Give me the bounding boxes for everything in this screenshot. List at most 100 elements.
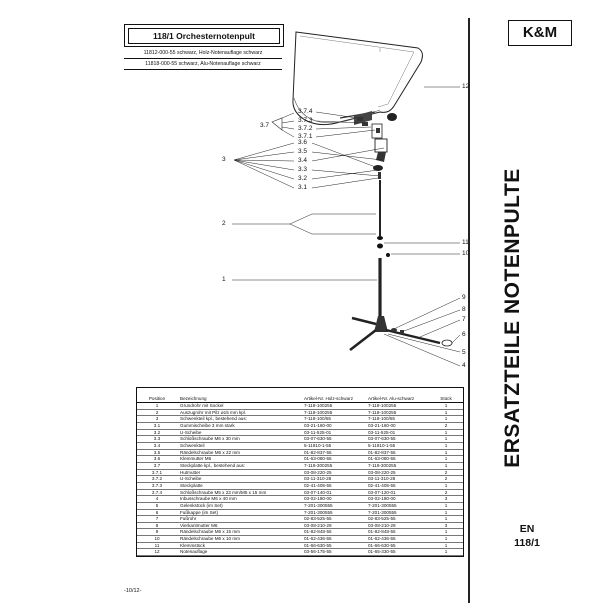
cell-quantity: 2 [429,475,463,483]
cell-article-alu: 03-08-210-29 [365,522,429,530]
cell-position: 6 [137,509,177,517]
cell-description: U-Scheibe [177,429,301,437]
callout-3-7: 3.7 [260,122,270,129]
vertical-divider [468,18,470,603]
callout-3: 3 [222,156,226,163]
cell-quantity: 1 [429,535,463,543]
cell-article-wood: 03-11-525-01 [301,429,365,437]
cell-position: 5 [137,502,177,510]
cell-article-alu: 7-201-300555 [365,509,429,517]
cell-description: U-Scheibe [177,475,301,483]
cell-article-alu: 7-118-100255 [365,402,429,410]
cell-description: Notenauflage [177,548,301,557]
product-title-box: 118/1 Orchesternotenpult [124,24,284,47]
cell-article-alu: 7-118-100/55 [365,415,429,423]
cell-position: 2 [137,409,177,417]
cell-quantity: 1 [429,429,463,437]
cell-quantity: 2 [429,469,463,477]
cell-quantity: 1 [429,462,463,470]
cell-article-alu: 5-11810-1-55 [365,442,429,450]
cell-article-wood: 7-118-100255 [301,402,365,410]
cell-article-wood: 7-118-100255 [301,409,365,417]
variant-line-1: 11812-000-55 schwarz, Holz-Notenauflage … [124,49,282,59]
cell-description: Inbusschraube M6 x 40 mm [177,495,301,503]
cell-description: Schloßschraube M5 x 23 mm/M5 x 15 mm [177,489,301,497]
callout-4: 4 [462,362,466,369]
cell-article-alu: 03-11-525-01 [365,429,429,437]
variant-line-2: 11818-000-55 schwarz, Alu-Notenauflage s… [124,60,282,70]
cell-article-alu: 02-41-405-55 [365,482,429,490]
cell-quantity: 1 [429,542,463,550]
cell-article-wood: 03-08-210-29 [301,522,365,530]
cell-description: Klemmstück [177,542,301,550]
cell-quantity: 1 [429,502,463,510]
cell-position: 7 [137,515,177,523]
cell-article-wood: 01-63-080-55 [301,455,365,463]
callout-3-5: 3.5 [298,148,308,155]
cell-description: Schwenkteil kpl., bestehend aus: [177,415,301,423]
cell-position: 3.7.4 [137,489,177,497]
product-title: 118/1 Orchesternotenpult [128,27,280,44]
cell-description: Fußrohr [177,515,301,523]
callout-10: 10 [462,250,470,257]
cell-article-wood: 03-56-175-55 [301,548,365,557]
cell-article-alu: 01-82-837-55 [365,449,429,457]
cell-article-wood: 01-66-630-55 [301,542,365,550]
callout-3-6: 3.6 [298,139,308,146]
callout-11: 11 [462,239,469,246]
cell-article-alu: 03-02-180-00 [365,495,429,503]
cell-quantity: 1 [429,409,463,417]
cell-description: Steckplatte kpl., bestehend aus: [177,462,301,470]
cell-description: Rändelschraube M6 x 22 mm [177,449,301,457]
header-article-alu: Artikel-Nr. Alu-schwarz [365,388,429,403]
brand-logo: K&M [508,20,572,46]
cell-article-wood: 02-41-405-55 [301,482,365,490]
callout-3-1: 3.1 [298,184,308,191]
cell-article-alu: 03-07-630-55 [365,435,429,443]
cell-position: 3.7 [137,462,177,470]
cell-position: 11 [137,542,177,550]
cell-position: 9 [137,528,177,537]
cell-article-wood: 01-82-848-55 [301,528,365,537]
cell-article-alu: 03-07-120-01 [365,489,429,497]
cell-article-wood: 01-82-837-55 [301,449,365,457]
cell-position: 1 [137,402,177,410]
cell-article-alu: 01-63-080-55 [365,455,429,463]
cell-description: Rändelschraube M6 x 15 mm [177,528,301,537]
cell-quantity: 1 [429,482,463,490]
cell-description: Gelenkstück (im Set) [177,502,301,510]
cell-quantity: 1 [429,415,463,423]
cell-position: 3.1 [137,422,177,430]
cell-article-wood: 03-21-160-00 [301,422,365,430]
cell-description: Grundrohr mit Sockel [177,402,301,410]
callout-3-3: 3.3 [298,166,308,173]
cell-description: Hutmutter [177,469,301,477]
cell-description: Rändelschraube M6 x 10 mm [177,535,301,543]
cell-article-wood: 7-201-300555 [301,509,365,517]
cell-article-wood: 7-118-100/55 [301,415,365,423]
callout-5: 5 [462,349,466,356]
cell-position: 3.3 [137,435,177,443]
model-number: 118/1 [514,537,540,549]
language-model-label: EN 118/1 [503,522,551,550]
header-article-wood: Artikel-Nr. Holz-schwarz [301,388,365,403]
cell-position: 10 [137,535,177,543]
cell-article-wood: 03-08-220-25 [301,469,365,477]
callout-9: 9 [462,294,466,301]
